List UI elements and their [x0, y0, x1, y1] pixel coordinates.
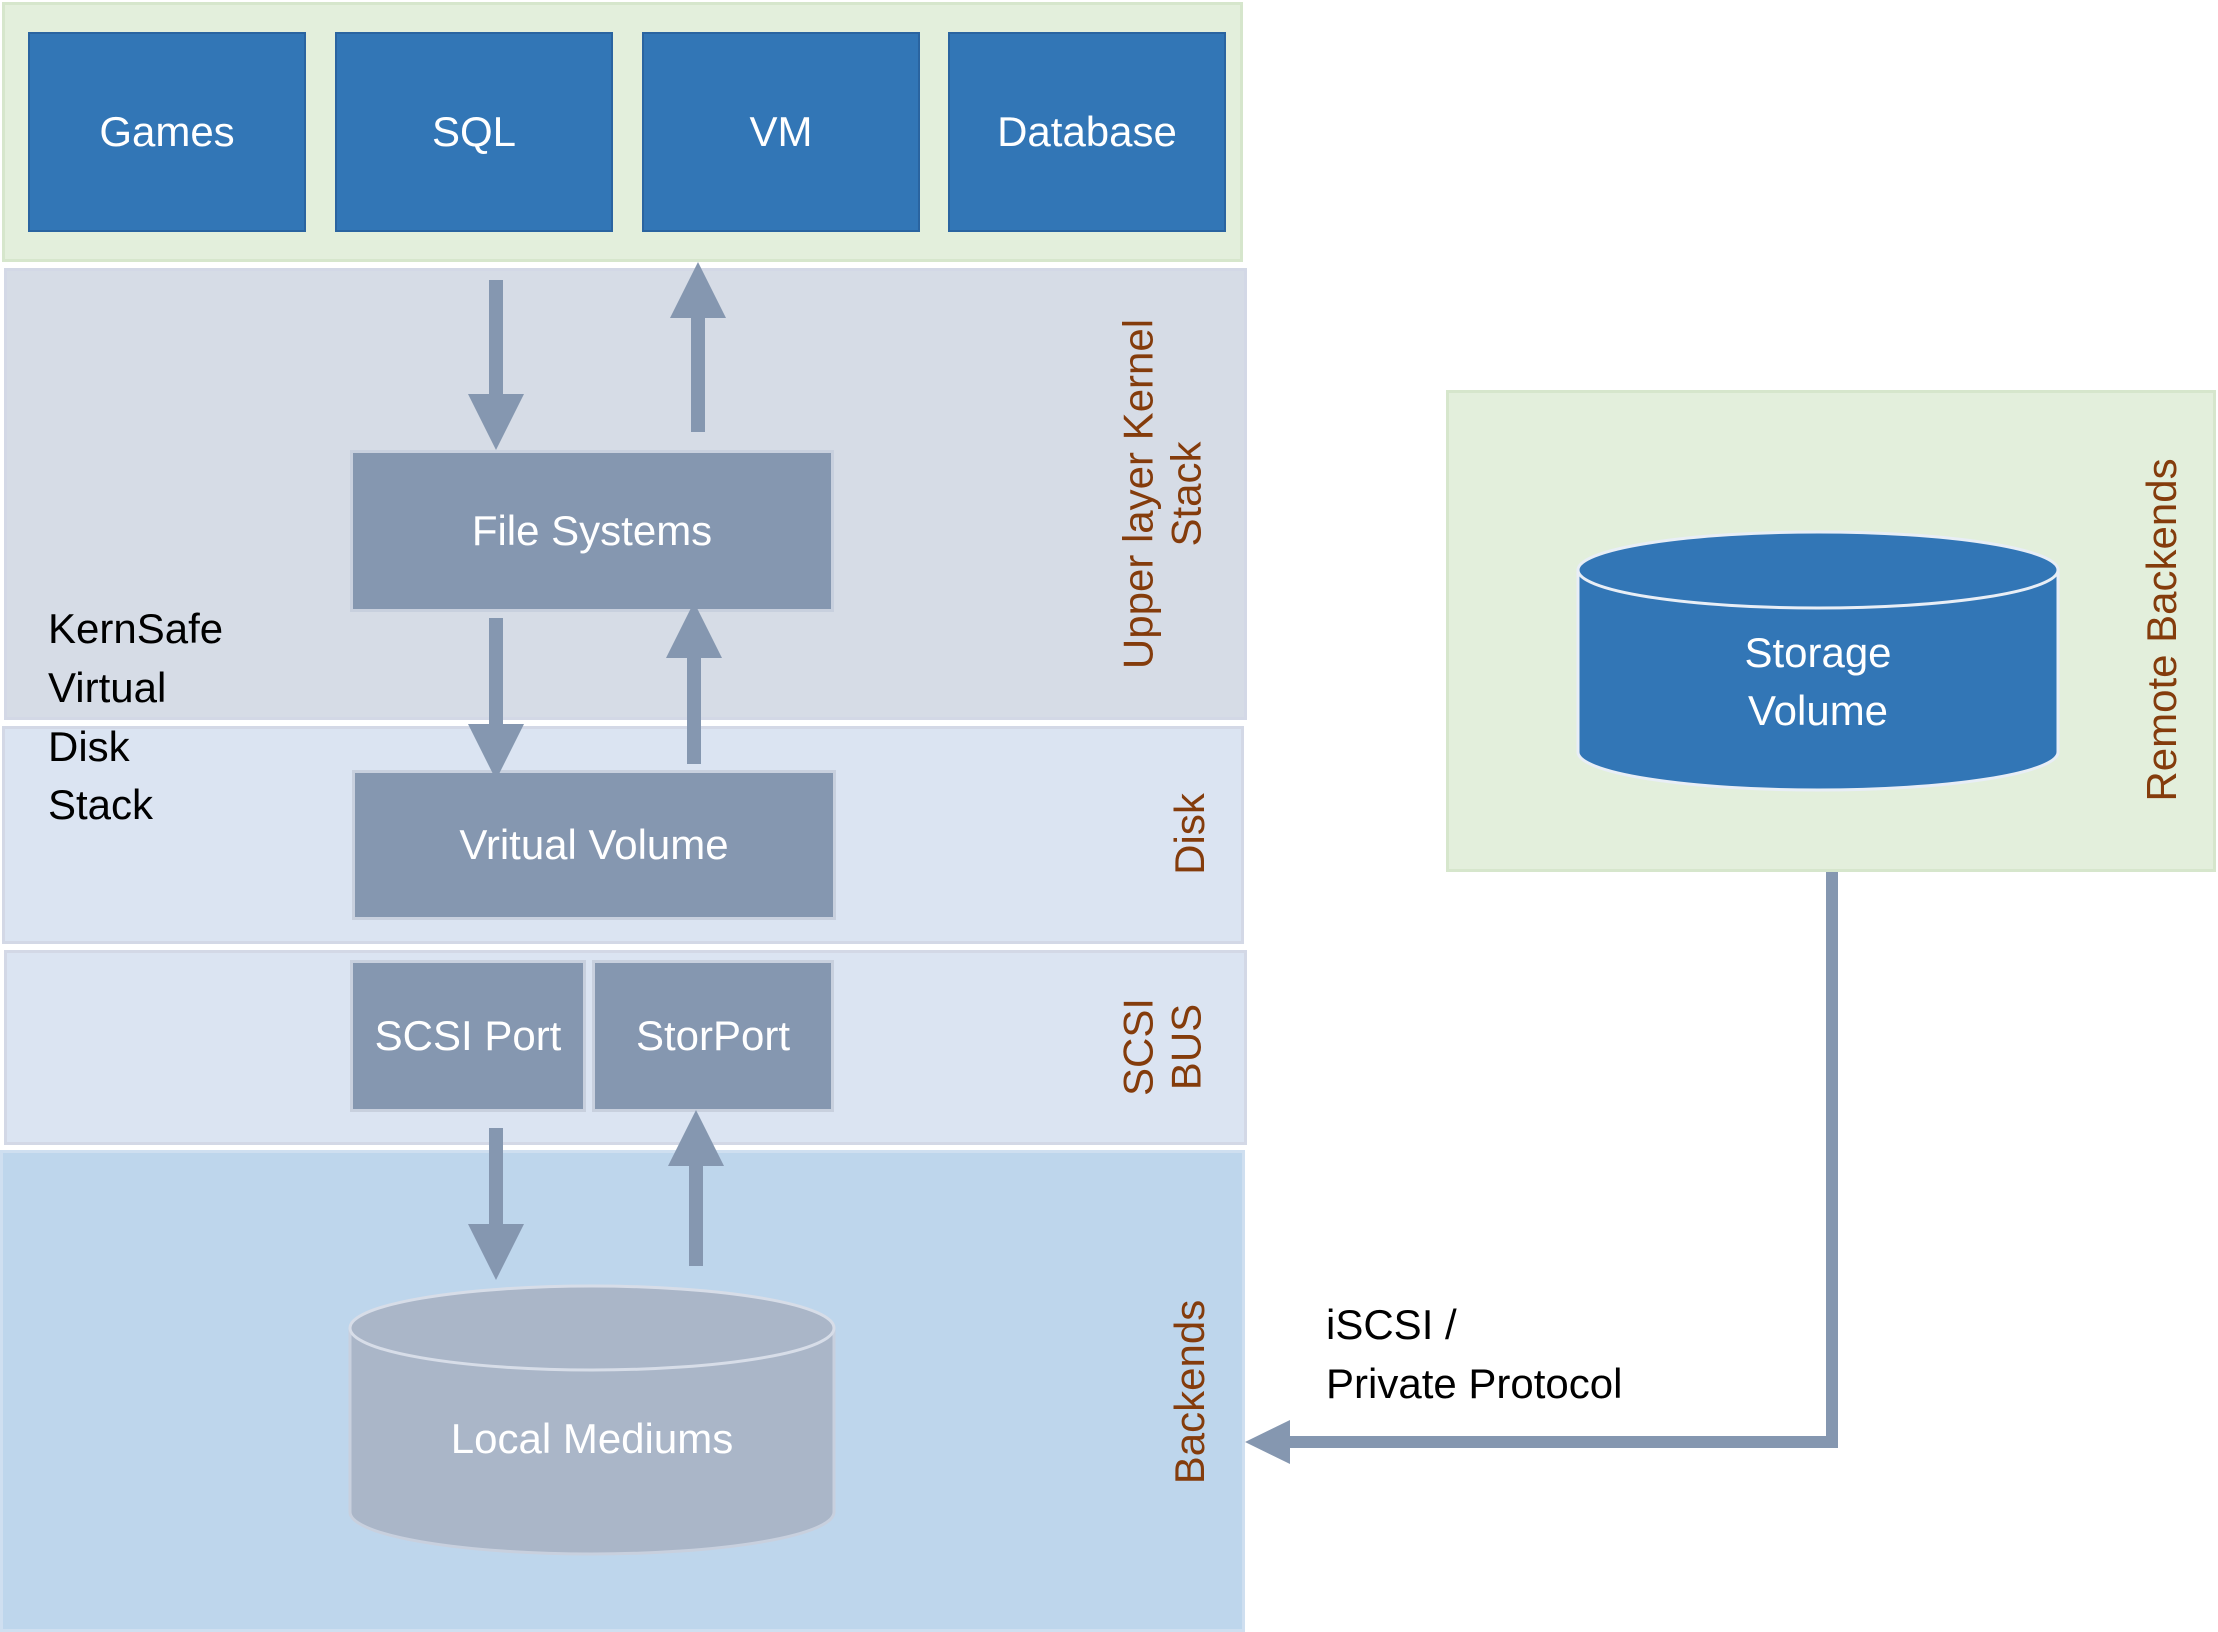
app-label-database: Database: [997, 108, 1177, 155]
local-mediums-cylinder: [348, 1284, 836, 1556]
storage-volume-label-line1: Storage: [1744, 629, 1892, 676]
app-box-sql: SQL: [335, 32, 613, 232]
local-mediums-label: Local Mediums: [450, 1415, 734, 1462]
storage-volume-label-line2: Volume: [1747, 687, 1889, 734]
storport-label: StorPort: [635, 1012, 791, 1059]
file-systems-label: File Systems: [471, 507, 713, 554]
layer-label-disk: Disk: [1165, 793, 1213, 875]
virtual-volume-label: Vritual Volume: [459, 821, 729, 868]
scsi-port-box: SCSI Port: [350, 960, 586, 1112]
virtual-volume-box: Vritual Volume: [352, 770, 836, 920]
layer-label-upper-kernel: Upper layer Kernel Stack: [1114, 318, 1210, 670]
arrow-remote-head: [1245, 1420, 1290, 1464]
app-label-vm: VM: [749, 108, 813, 155]
protocol-label: iSCSI / Private Protocol: [1326, 1301, 1623, 1407]
file-systems-box: File Systems: [350, 450, 834, 612]
app-label-sql: SQL: [431, 108, 517, 155]
scsi-port-label: SCSI Port: [374, 1012, 562, 1059]
layer-label-scsi-bus: SCSI BUS: [1114, 997, 1210, 1097]
app-label-games: Games: [99, 108, 235, 155]
storage-volume-label: Storage Volume: [1578, 624, 2058, 740]
app-box-games: Games: [28, 32, 306, 232]
app-box-database: Database: [948, 32, 1226, 232]
app-box-vm: VM: [642, 32, 920, 232]
kernsafe-stack-label: KernSafe Virtual Disk Stack: [48, 605, 224, 829]
layer-label-remote-backends: Remote Backends: [2137, 458, 2185, 802]
layer-label-backends: Backends: [1165, 1299, 1213, 1485]
storport-box: StorPort: [592, 960, 834, 1112]
storage-volume-cylinder: [1576, 530, 2060, 792]
arrow-remote-to-backends: [1270, 872, 1838, 1448]
